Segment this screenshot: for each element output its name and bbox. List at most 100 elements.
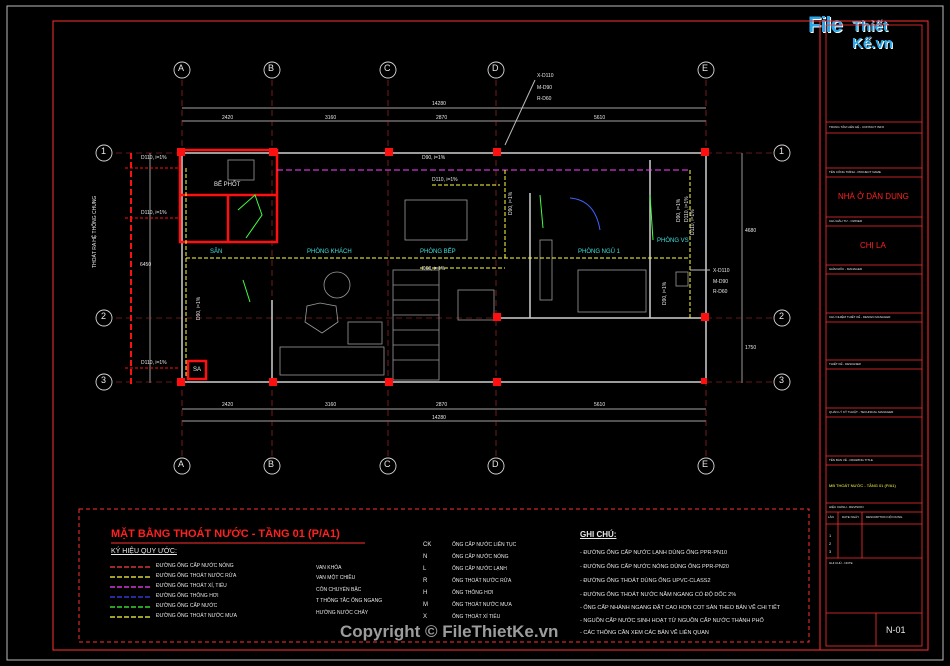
legend-code-n-label: ỐNG CẤP NƯỚC NÓNG — [452, 554, 509, 560]
legend-code-m-label: ỐNG THOÁT NƯỚC MƯA — [452, 602, 512, 608]
dim-top-total: 14280 — [432, 101, 446, 107]
tb-contact: TRUNG TÂM LIÊN HỆ - CONTACT INFO — [829, 125, 885, 129]
room-phong-khach: PHÒNG KHÁCH — [307, 249, 352, 255]
legend-line-4: ĐƯỜNG ỐNG THÔNG HƠI — [156, 593, 219, 599]
logo-file-text: File — [808, 12, 843, 37]
title-block-lines — [826, 121, 922, 646]
pipe-network — [125, 79, 710, 385]
legend-code-ck-label: ỐNG CẤP NƯỚC LIÊN TỤC — [452, 542, 517, 548]
legend-code-h: H — [423, 590, 428, 596]
row-label-1-right: 1 — [779, 146, 785, 156]
sa-label: SA — [193, 367, 202, 373]
tb-notes-label: GHI CHÚ - NOTE — [829, 561, 853, 565]
grid-bubbles — [95, 61, 791, 475]
legend-symbol-4: T THÔNG TẮC ỐNG NGANG — [316, 598, 383, 604]
tb-project-label: TÊN CÔNG TRÌNH - PROJECT NAME — [829, 170, 881, 174]
tb-revision-label: HIỆU CHỈNH - REVISION — [829, 505, 864, 509]
dim-bottom-total: 14280 — [432, 415, 446, 421]
pipe-label-d110-b: D110, i=1% — [141, 210, 167, 216]
col-label-e-bottom: E — [702, 459, 709, 469]
legend-symbol-3: CÔN CHUYỂN BẬC — [316, 587, 362, 593]
riser-right-m: M-D90 — [713, 279, 729, 285]
tb-rev-header-no: LẦN — [828, 515, 834, 519]
col-label-d-top: D — [492, 63, 499, 73]
dimension-lines — [149, 107, 743, 422]
note-4: - ĐƯỜNG ỐNG THOÁT NƯỚC NẰM NGANG CÓ ĐỘ D… — [580, 592, 737, 598]
tb-rev-row-3: 3 — [829, 549, 832, 554]
note-3: - ĐƯỜNG ỐNG THOÁT DÙNG ỐNG UPVC-CLASS2 — [580, 578, 711, 584]
note-5: - ỐNG CẤP NHÁNH NGANG ĐẶT CAO HƠN COT SÀ… — [580, 605, 781, 611]
legend-swatches — [110, 566, 150, 618]
dim-right-1: 4680 — [745, 228, 757, 234]
septic-tank — [178, 148, 279, 381]
pipe-label-d90-d: D90, i=1% — [676, 198, 682, 222]
room-be-phot: BỂ PHỐT — [214, 182, 241, 188]
columns — [177, 148, 709, 386]
col-label-a-bottom: A — [178, 459, 185, 469]
dim-bottom-4: 5610 — [594, 402, 606, 408]
dim-bottom-3: 2870 — [436, 402, 448, 408]
row-label-2-left: 2 — [101, 311, 107, 321]
riser-top-r: R-D60 — [537, 96, 552, 102]
dim-top-1: 2420 — [222, 115, 234, 121]
pipe-label-d110-a: D110, i=1% — [141, 155, 167, 161]
legend-code-x: X — [423, 614, 428, 620]
notes-title: GHI CHÚ: — [580, 530, 617, 539]
legend-code-x-label: ỐNG THOÁT XÍ TIỂU — [452, 614, 501, 620]
note-1: - ĐƯỜNG ỐNG CẤP NƯỚC LẠNH DÙNG ỐNG PPR-P… — [580, 550, 728, 556]
tb-drawing-title-label: TÊN BẢN VẼ - DRAWING TITLE — [829, 458, 873, 462]
row-label-1-left: 1 — [101, 146, 107, 156]
legend-code-r: R — [423, 578, 428, 584]
pipe-label-d90-c: D90, i=1% — [508, 191, 514, 215]
legend-line-3: ĐƯỜNG ỐNG THOÁT XÍ, TIỂU — [156, 583, 227, 589]
legend-box — [78, 508, 810, 643]
legend-code-ck: CK — [423, 542, 432, 548]
pipe-label-d90-e: D90, i=1% — [662, 281, 668, 305]
tb-designer-label: THIẾT KẾ - DESIGNER — [829, 362, 861, 366]
title-block-frame — [825, 24, 923, 647]
legend-code-r-label: ỐNG THOÁT NƯỚC RỬA — [452, 578, 512, 584]
riser-top-x: X-D110 — [537, 73, 554, 79]
grid-axis-lines — [116, 80, 772, 458]
col-label-c-top: C — [384, 63, 391, 73]
legend-code-m: M — [423, 602, 428, 608]
rear-drain-label: THOÁT RA HỆ THỐNG CHUNG — [92, 195, 98, 268]
legend-subtitle: KÝ HIỆU QUY ƯỚC: — [111, 548, 177, 555]
legend-title: MẶT BẰNG THOÁT NƯỚC - TẦNG 01 (P/A1) — [111, 528, 340, 540]
legend-code-h-label: ỐNG THÔNG HƠI — [452, 590, 494, 596]
tb-technical-label: QUẢN LÝ KỸ THUẬT - TECHNICAL MANAGER — [829, 410, 894, 414]
tb-manager-label: GIÁM ĐỐC - MANAGER — [829, 267, 863, 271]
row-label-3-right: 3 — [779, 375, 785, 385]
riser-top-m: M-D90 — [537, 85, 553, 91]
pipe-label-d90-a: D90, i=1% — [422, 155, 446, 161]
tb-rev-row-2: 2 — [829, 541, 832, 546]
tb-rev-row-1: 1 — [829, 533, 832, 538]
pipe-label-d110-c: D110, i=1% — [141, 360, 167, 366]
legend-line-6: ĐƯỜNG ỐNG THOÁT NƯỚC MƯA — [156, 613, 237, 619]
room-phong-ngu: PHÒNG NGỦ 1 — [578, 249, 621, 255]
note-2: - ĐƯỜNG ỐNG CẤP NƯỚC NÓNG DÙNG ỐNG PPR-P… — [580, 564, 729, 570]
tb-design-manager-label: CHỦ NHIỆM THIẾT KẾ - DESIGN MANAGER — [829, 315, 891, 319]
outer-border — [6, 5, 944, 661]
tb-owner-label: CHỦ ĐẦU TƯ - OWNER — [829, 219, 863, 223]
building-walls — [181, 152, 707, 383]
dim-top-4: 5610 — [594, 115, 606, 121]
dim-top-2: 3160 — [325, 115, 337, 121]
dim-left-1: 6450 — [140, 262, 152, 268]
note-7: - CÁC THÔNG CẦN XEM CÁC BẢN VẼ LIÊN QUAN — [580, 630, 709, 636]
tb-rev-header-desc: DESCRIPTION NỘI DUNG — [866, 515, 903, 519]
room-phong-vs: PHÒNG VS — [657, 238, 689, 244]
pipe-label-d60: D60, i=1% — [422, 266, 446, 272]
col-label-a-top: A — [178, 63, 185, 73]
note-6: - NGUỒN CẤP NƯỚC SINH HOẠT TỪ NGUỒN CẤP … — [580, 618, 764, 624]
dim-bottom-1: 2420 — [222, 402, 234, 408]
legend-symbol-5: HƯỚNG NƯỚC CHẢY — [316, 610, 369, 616]
pipe-label-d90-b: D90, i=1% — [196, 296, 202, 320]
tb-project-name: NHÀ Ở DÂN DỤNG — [838, 192, 909, 201]
tb-rev-header-date: DATE NGÀY — [842, 515, 860, 519]
tb-drawing-title: MB THOÁT NƯỚC - TẦNG 01 (P/A1) — [829, 483, 896, 488]
col-label-c-bottom: C — [384, 459, 391, 469]
pipe-label-d110-d: D110, i=1% — [432, 177, 458, 183]
legend-symbol-2: VAN MỘT CHIỀU — [316, 575, 356, 581]
